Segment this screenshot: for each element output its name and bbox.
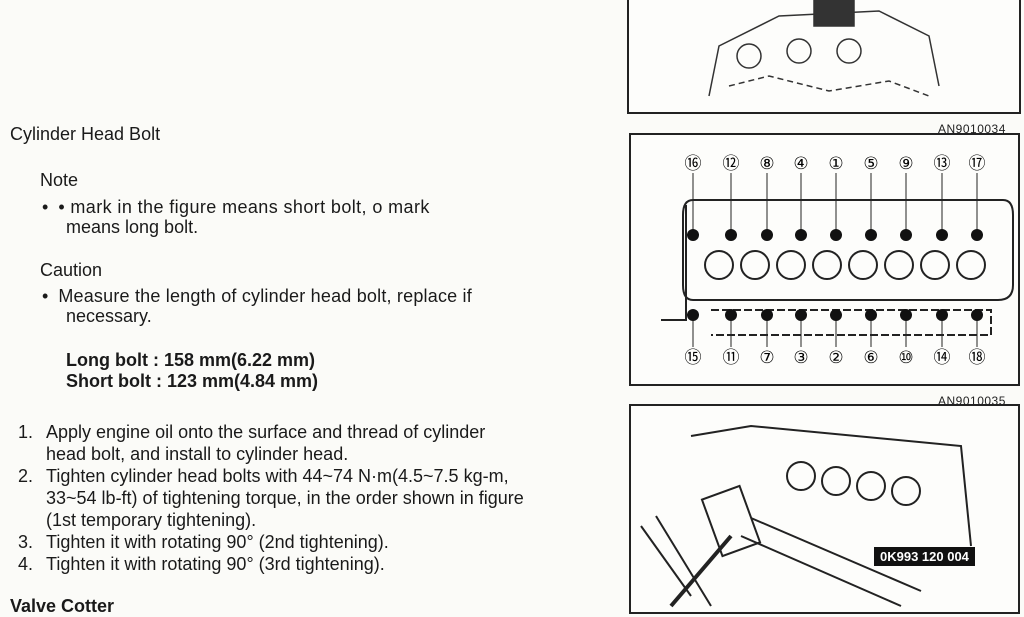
valve-seat (812, 250, 842, 280)
bolt-order-label-bottom: ⑱ (969, 348, 986, 367)
bolt-mark (687, 229, 699, 241)
step-text: head bolt, and install to cylinder head. (46, 444, 349, 464)
note-heading: Note (40, 170, 79, 190)
valve-seat (920, 250, 950, 280)
bolt-order-label-top: ① (828, 154, 843, 173)
bolt-order-label-bottom: ⑦ (759, 348, 774, 367)
step-number: 2. (18, 466, 34, 486)
valve-seat (776, 250, 806, 280)
step-number: 4. (18, 554, 34, 574)
bolt-order-label-top: ④ (793, 154, 808, 173)
special-tool-number: 0K993 120 004 (874, 547, 975, 566)
valve-seat (848, 250, 878, 280)
bolt-order-label-bottom: ⑪ (723, 348, 740, 367)
bolt-order-label-top: ⑨ (898, 154, 913, 173)
step-text: (1st temporary tightening). (46, 510, 257, 530)
note-bullet: • • mark in the figure means short bolt,… (42, 197, 430, 217)
bolt-order-label-top: ⑤ (863, 154, 878, 173)
bolt-mark (830, 229, 842, 241)
bolt-order-label-top: ⑧ (759, 154, 774, 173)
caution-bullet: • Measure the length of cylinder head bo… (42, 286, 472, 306)
valve-seat (884, 250, 914, 280)
bolt-mark (830, 309, 842, 321)
next-section-title: Valve Cotter (10, 596, 115, 616)
bolt-order-label-bottom: ⑩ (898, 348, 913, 367)
spec-long-bolt: Long bolt : 158 mm(6.22 mm) (66, 350, 316, 370)
step-text: Tighten it with rotating 90° (3rd tighte… (46, 554, 385, 574)
bolt-mark (865, 229, 877, 241)
bolt-mark (936, 229, 948, 241)
step-number: 3. (18, 532, 34, 552)
valve-seat (956, 250, 986, 280)
note-text-cont: means long bolt. (66, 217, 199, 237)
bolt-mark (936, 309, 948, 321)
step-text: Apply engine oil onto the surface and th… (46, 422, 486, 442)
figure-engine-top (627, 0, 1021, 114)
bolt-mark (725, 229, 737, 241)
figure-caption-1: AN9010034 (938, 122, 1006, 136)
bolt-order-label-top: ⑫ (723, 154, 740, 173)
caution-text-cont: necessary. (66, 306, 152, 326)
bolt-order-label-top: ⑬ (934, 154, 951, 173)
bolt-mark (725, 309, 737, 321)
bolt-mark (687, 309, 699, 321)
bolt-mark (900, 309, 912, 321)
bolt-order-label-bottom: ⑮ (685, 348, 702, 367)
engine-illustration (708, 0, 940, 97)
bolt-order-label-top: ⑰ (969, 154, 986, 173)
bolt-mark (971, 309, 983, 321)
bolt-order-label-bottom: ③ (793, 348, 808, 367)
valve-seat (740, 250, 770, 280)
bolt-order-label-top: ⑯ (685, 154, 702, 173)
section-title: Cylinder Head Bolt (10, 124, 161, 144)
bolt-mark (795, 229, 807, 241)
spec-short-bolt: Short bolt : 123 mm(4.84 mm) (66, 371, 319, 391)
step-text: Tighten cylinder head bolts with 44~74 N… (46, 466, 509, 486)
bolt-order-label-bottom: ② (828, 348, 843, 367)
bolt-mark (865, 309, 877, 321)
caution-heading: Caution (40, 260, 103, 280)
figure-tool: 0K993 120 004 (629, 404, 1020, 614)
bolt-mark (795, 309, 807, 321)
caution-text: Measure the length of cylinder head bolt… (58, 286, 472, 306)
step-text: Tighten it with rotating 90° (2nd tighte… (46, 532, 389, 552)
bolt-mark (971, 229, 983, 241)
bolt-mark (761, 309, 773, 321)
bolt-order-label-bottom: ⑥ (863, 348, 878, 367)
bolt-mark (761, 229, 773, 241)
note-text: • mark in the figure means short bolt, o… (58, 197, 430, 217)
bolt-mark (900, 229, 912, 241)
valve-seat (704, 250, 734, 280)
bolt-order-label-bottom: ⑭ (934, 348, 951, 367)
torque-wrench-illustration (640, 424, 972, 608)
step-text: 33~54 lb-ft) of tightening torque, in th… (46, 488, 524, 508)
step-number: 1. (18, 422, 34, 442)
